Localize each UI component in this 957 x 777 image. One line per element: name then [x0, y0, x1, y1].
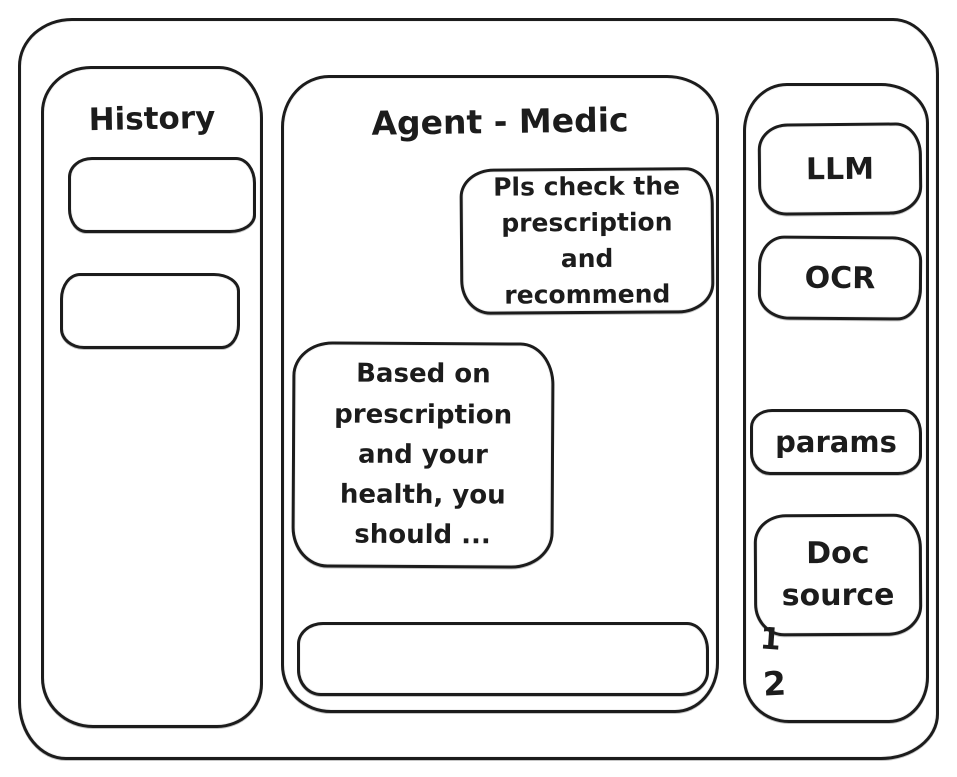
- llm-button[interactable]: LLM: [757, 122, 923, 216]
- history-item[interactable]: [68, 157, 256, 233]
- chat-bubble-assistant: Based on prescription and your health, y…: [291, 341, 555, 569]
- doc-source-button[interactable]: Doc source: [753, 513, 923, 637]
- user-message-text: Pls check the prescription and recommend: [493, 170, 681, 310]
- app-frame: History Agent - Medic Pls check the pres…: [18, 18, 939, 760]
- doc-source-item-2[interactable]: 2: [761, 663, 787, 704]
- history-sidebar: History: [41, 66, 263, 728]
- params-button-label: params: [775, 425, 897, 459]
- params-button[interactable]: params: [750, 409, 922, 475]
- chat-title: Agent - Medic: [371, 100, 629, 143]
- chat-panel: Agent - Medic Pls check the prescription…: [281, 75, 719, 713]
- assistant-message-text: Based on prescription and your health, y…: [334, 358, 513, 551]
- tools-sidebar: LLM OCR params Doc source 1 2: [743, 83, 929, 723]
- chat-bubble-user: Pls check the prescription and recommend: [459, 167, 715, 315]
- doc-source-item-1[interactable]: 1: [758, 621, 783, 658]
- history-item[interactable]: [60, 273, 240, 349]
- history-title: History: [88, 99, 216, 139]
- message-input[interactable]: [297, 622, 709, 696]
- ocr-button[interactable]: OCR: [757, 235, 923, 321]
- ocr-button-label: OCR: [804, 260, 876, 296]
- llm-button-label: LLM: [805, 151, 875, 187]
- doc-source-button-label: Doc source: [781, 535, 895, 614]
